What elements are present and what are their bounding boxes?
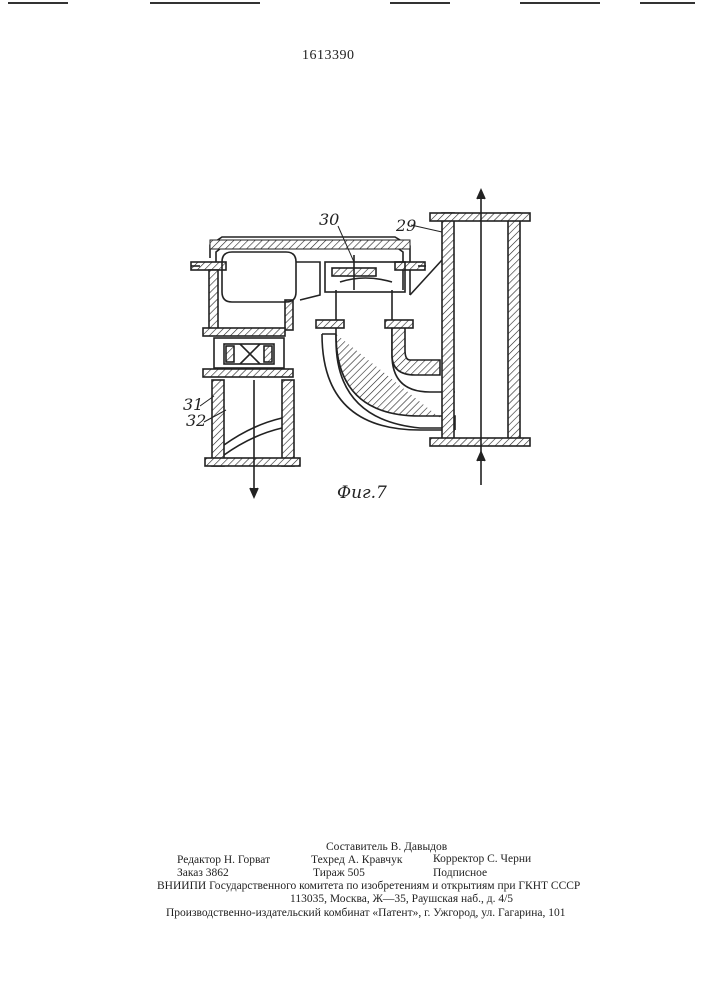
imprint-compiler: Составитель В. Давыдов (326, 840, 447, 854)
imprint-publisher: Производственно-издательский комбинат «П… (166, 906, 565, 920)
imprint-corrector: Корректор С. Черни (433, 852, 531, 866)
imprint-subscription: Подписное (433, 866, 487, 880)
imprint-committee: ВНИИПИ Государственного комитета по изоб… (157, 879, 580, 893)
imprint-editor: Редактор Н. Горват (177, 853, 270, 867)
imprint-order: Заказ 3862 (177, 866, 229, 880)
imprint-circulation: Тираж 505 (313, 866, 365, 880)
imprint-address: 113035, Москва, Ж—35, Раушская наб., д. … (290, 892, 513, 906)
imprint-techred: Техред А. Кравчук (311, 853, 402, 867)
